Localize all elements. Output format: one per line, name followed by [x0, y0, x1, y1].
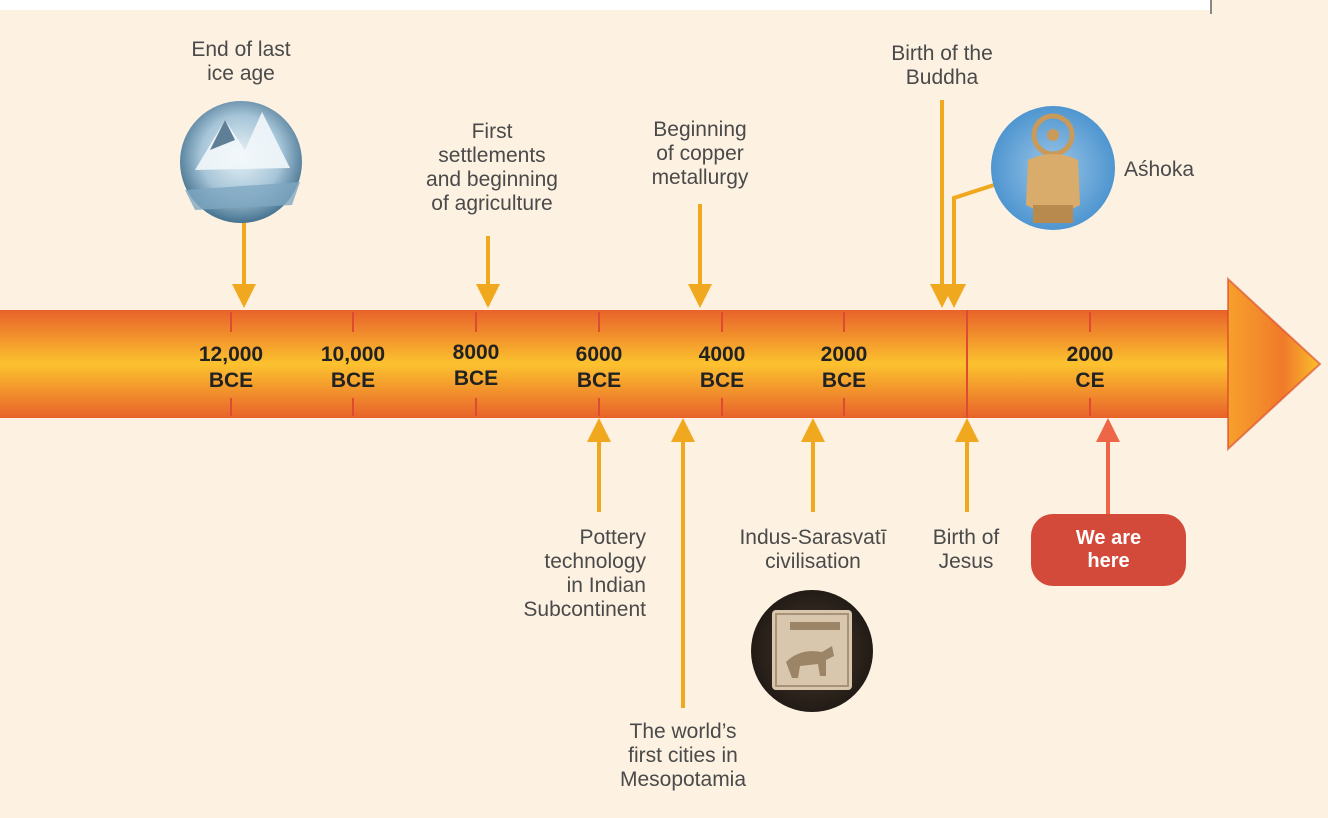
- event-label-ashoka: Aśhoka: [1124, 158, 1195, 181]
- indus-seal-image: [751, 590, 873, 712]
- ice-landscape-image: [180, 101, 302, 223]
- event-arrows-below: [587, 418, 979, 708]
- we-are-here-arrow: [1096, 418, 1120, 514]
- top-margin-strip: [0, 0, 1210, 10]
- page-corner-mark: [1210, 0, 1212, 14]
- ashoka-lion-capital-image: [991, 106, 1115, 230]
- event-arrows-above: [232, 100, 995, 308]
- timeline-arrow: [0, 276, 1322, 452]
- tick-marks: [230, 310, 1091, 418]
